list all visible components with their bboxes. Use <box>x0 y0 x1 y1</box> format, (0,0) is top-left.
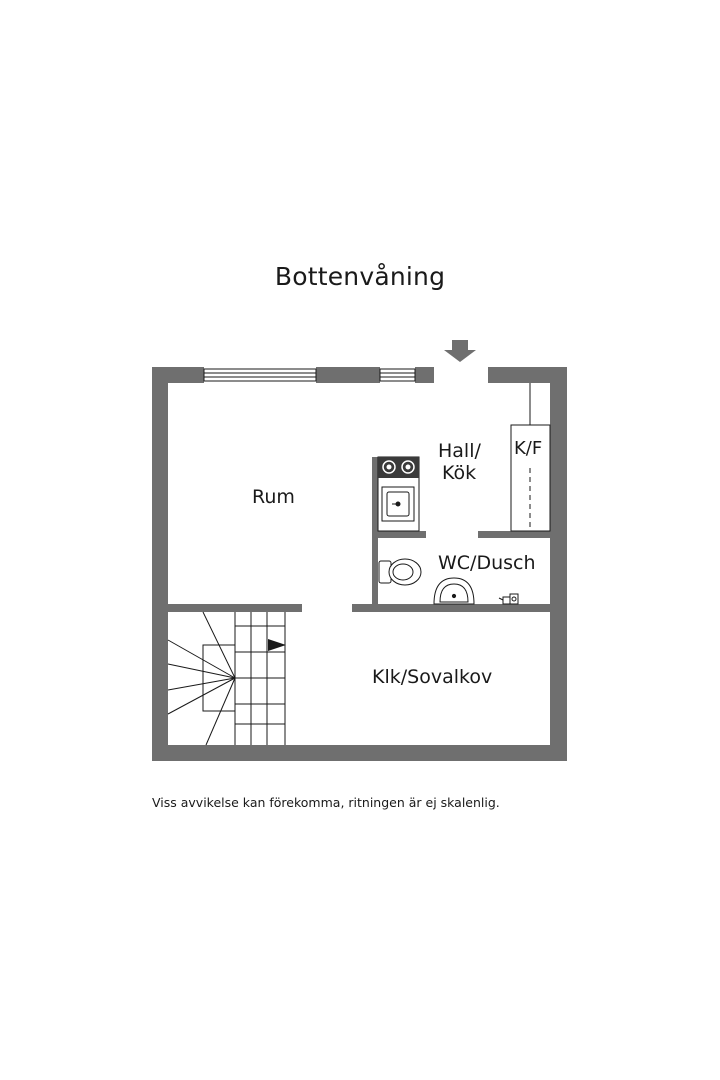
room-label-kok: Kök <box>442 462 477 484</box>
room-label-rum: Rum <box>252 486 295 508</box>
entrance-arrow-icon <box>444 340 476 362</box>
kitchen-counter <box>377 456 420 532</box>
window-large <box>203 368 317 382</box>
faucet-icon <box>498 593 519 605</box>
toilet-icon <box>378 558 422 586</box>
kf-cabinet <box>510 383 551 532</box>
washbasin-icon <box>433 577 475 605</box>
disclaimer-text: Viss avvikelse kan förekomma, ritningen … <box>152 795 500 810</box>
room-label-wc-dusch: WC/Dusch <box>438 552 536 574</box>
room-label-kf: K/F <box>514 438 543 459</box>
plan-title: Bottenvåning <box>274 262 446 291</box>
interior-walls <box>168 457 550 612</box>
stove-icon <box>378 457 419 478</box>
outer-walls <box>152 367 567 761</box>
room-label-klk-sovalkov: Klk/Sovalkov <box>372 666 493 688</box>
sink-icon <box>381 486 415 522</box>
room-label-hall: Hall/ <box>438 440 481 462</box>
stair-direction-arrow-icon <box>268 639 286 651</box>
staircase <box>167 611 286 746</box>
window-small <box>379 368 416 382</box>
